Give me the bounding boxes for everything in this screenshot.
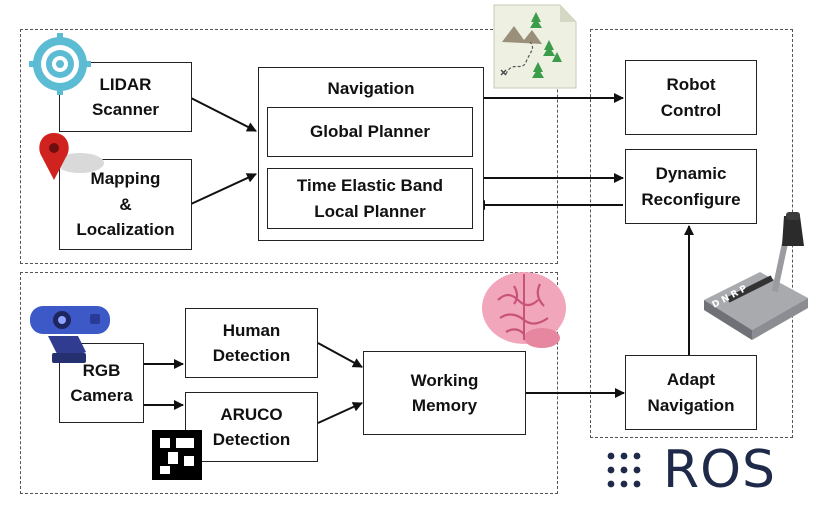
robot-control-label: Robot Control [660,75,722,120]
human-detection-node: Human Detection [185,308,318,378]
global-planner-label: Global Planner [310,122,430,142]
rgb-camera-label: RGB Camera [70,360,133,406]
working-memory-label: Working Memory [410,370,479,416]
working-memory-node: Working Memory [363,351,526,435]
vision-memory-group [20,272,558,494]
navigation-node: Navigation Global Planner Time Elastic B… [258,67,484,241]
adapt-navigation-label: Adapt Navigation [647,370,735,415]
arrow-lidar-to-navigation [190,97,257,132]
ros-logo-text: ROS [663,440,777,500]
aruco-detection-label: ARUCO Detection [212,404,291,450]
lidar-scanner-node: LIDAR Scanner [59,62,192,132]
aruco-detection-node: ARUCO Detection [185,392,318,462]
lidar-scanner-label: LIDAR Scanner [91,74,160,120]
arrow-human-to-working-memory [317,342,363,368]
mapping-localization-label: Mapping & Localization [76,169,175,240]
perception-navigation-group [20,29,558,264]
global-planner-node: Global Planner [267,107,473,157]
arrow-aruco-to-working-memory [317,402,363,424]
adapt-navigation-node: Adapt Navigation [625,355,757,430]
teb-local-planner-node: Time Elastic Band Local Planner [267,168,473,229]
mapping-localization-node: Mapping & Localization [59,159,192,250]
rgb-camera-node: RGB Camera [59,343,144,423]
teb-local-planner-label: Time Elastic Band Local Planner [296,176,444,221]
human-detection-label: Human Detection [212,320,291,366]
dynamic-reconfigure-label: Dynamic Reconfigure [641,164,741,209]
navigation-title: Navigation [327,79,415,98]
arrow-mapping-to-navigation [190,173,257,205]
dynamic-reconfigure-node: Dynamic Reconfigure [625,149,757,224]
robot-control-node: Robot Control [625,60,757,135]
